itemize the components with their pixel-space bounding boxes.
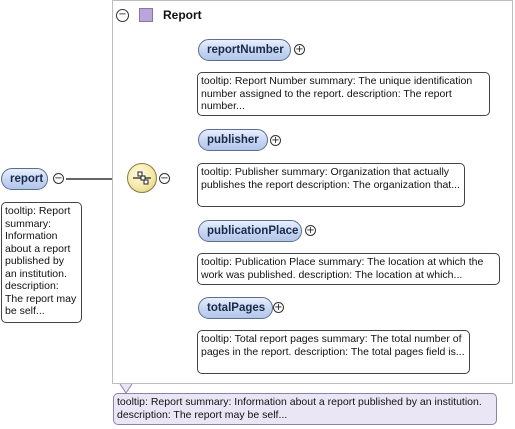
- element-publisher[interactable]: publisher: [198, 129, 268, 151]
- element-label: reportNumber: [207, 44, 284, 56]
- tooltip-publisher: tooltip: Publisher summary: Organization…: [197, 163, 465, 207]
- expand-publisher-button[interactable]: +: [270, 135, 281, 146]
- tooltip-text: tooltip: Publisher summary: Organization…: [201, 166, 460, 191]
- collapse-root-button[interactable]: −: [53, 173, 64, 184]
- expand-publicationPlace-button[interactable]: +: [305, 225, 316, 236]
- type-tooltip: tooltip: Report summary: Information abo…: [113, 393, 497, 425]
- type-tooltip-pointer: [119, 383, 133, 394]
- tooltip-text: tooltip: Total report pages summary: The…: [201, 333, 465, 358]
- complex-type-icon: [139, 8, 153, 22]
- collapse-sequence-button[interactable]: −: [159, 173, 170, 184]
- tooltip-totalPages: tooltip: Total report pages summary: The…: [197, 330, 470, 374]
- complex-type-title: Report: [163, 8, 202, 22]
- element-label: publicationPlace: [207, 225, 299, 237]
- element-label: totalPages: [207, 302, 266, 314]
- element-publicationPlace[interactable]: publicationPlace: [198, 220, 302, 242]
- element-totalPages[interactable]: totalPages: [198, 297, 273, 319]
- expand-reportNumber-button[interactable]: +: [294, 44, 305, 55]
- sequence-icon: [133, 171, 151, 185]
- expand-totalPages-button[interactable]: +: [273, 302, 284, 313]
- element-label: publisher: [207, 134, 259, 146]
- tooltip-text: tooltip: Publication Place summary: The …: [201, 256, 484, 281]
- sequence-compositor[interactable]: [127, 163, 157, 193]
- element-reportNumber[interactable]: reportNumber: [198, 39, 291, 61]
- root-element-report[interactable]: report: [1, 168, 48, 190]
- complex-type-header: − Report: [116, 6, 202, 24]
- type-tooltip-text: tooltip: Report summary: Information abo…: [117, 396, 482, 421]
- tooltip-reportNumber: tooltip: Report Number summary: The uniq…: [197, 72, 490, 116]
- root-tooltip: tooltip: Report summary: Information abo…: [1, 202, 82, 323]
- tooltip-text: tooltip: Report Number summary: The uniq…: [201, 75, 473, 112]
- tooltip-publicationPlace: tooltip: Publication Place summary: The …: [197, 253, 500, 285]
- collapse-type-button[interactable]: −: [116, 8, 129, 22]
- root-element-label: report: [10, 173, 44, 185]
- root-tooltip-text: tooltip: Report summary: Information abo…: [5, 205, 77, 317]
